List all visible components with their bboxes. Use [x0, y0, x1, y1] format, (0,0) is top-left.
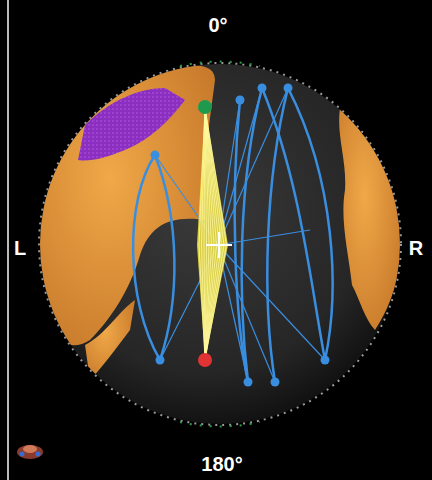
angle-label: 0° [208, 15, 227, 35]
side-label: R [409, 238, 423, 258]
orientation-icon [17, 445, 43, 459]
red-dot [198, 353, 212, 367]
purple-region [78, 88, 185, 161]
orange-region [339, 108, 402, 330]
panel-border [7, 0, 9, 480]
blue-catheter-loops [133, 88, 332, 382]
green-dot [198, 100, 212, 114]
blue-spokes [155, 88, 325, 382]
yellow-fan [197, 107, 228, 360]
orange-region [85, 300, 135, 380]
crosshair [206, 232, 232, 258]
blue-points [151, 84, 330, 387]
sphere-outline [39, 63, 401, 425]
angle-label: 180° [201, 454, 242, 474]
side-label: L [14, 238, 26, 258]
green-marks [180, 61, 260, 66]
green-marks [180, 422, 260, 427]
